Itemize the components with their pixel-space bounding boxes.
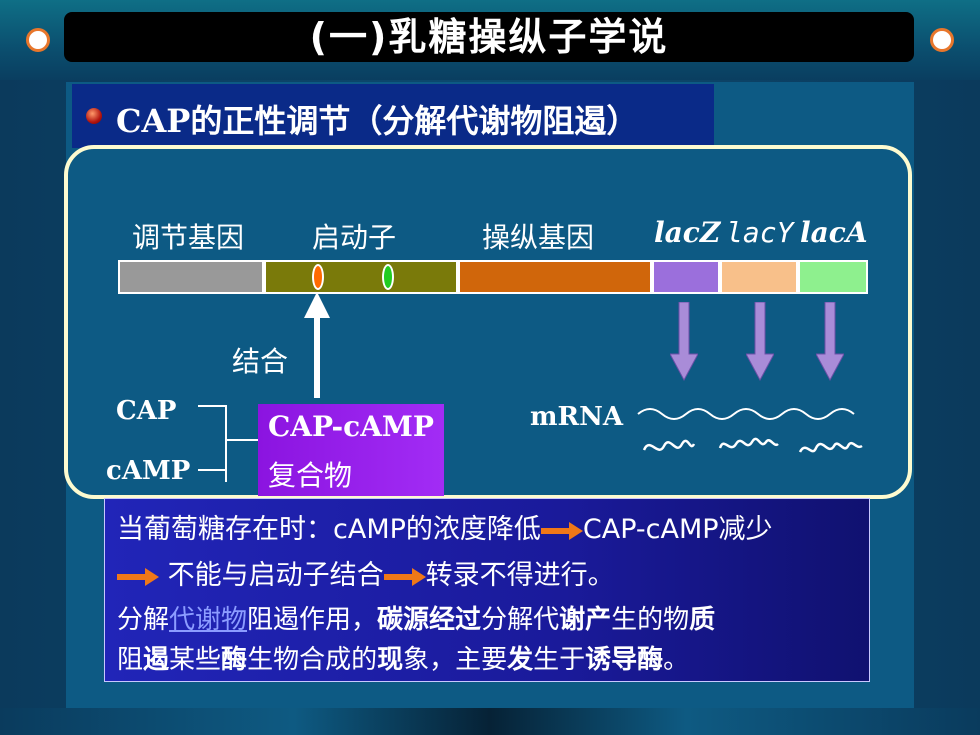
operator-gene-label: 操纵基因	[482, 221, 595, 254]
cap-label: CAP	[116, 396, 177, 426]
line3-seg: 碳源经过	[377, 605, 482, 635]
bullet-icon	[86, 108, 102, 124]
rna-polymerase-site-oval	[382, 264, 394, 290]
subtitle-text: CAP的正性调节（分解代谢物阻遏）	[116, 102, 639, 140]
line4-seg: 遏	[143, 645, 170, 675]
line4-seg: 发	[507, 645, 534, 675]
binding-label: 结合	[232, 345, 289, 378]
line4-seg: 酶	[221, 645, 248, 675]
mrna-wave-icon	[637, 408, 863, 453]
lacY-segment	[720, 260, 798, 294]
complex-label: CAP-cAMP	[268, 410, 434, 443]
text-line-4: 阻遏某些酶生物合成的现象，主要发生于诱导酶。	[117, 639, 689, 676]
down-arrow-icon	[816, 302, 844, 382]
right-arrow-icon	[540, 521, 583, 540]
bottom-bar	[0, 708, 980, 735]
promoter-label: 启动子	[312, 221, 397, 254]
right-arrow-icon	[117, 567, 159, 586]
binding-up-arrow-icon	[304, 292, 330, 398]
text-line-2: 不能与启动子结合 转录不得进行。	[117, 553, 615, 592]
text-line-1: 当葡萄糖存在时：cAMP的浓度降低 CAP-cAMP减少	[117, 507, 773, 546]
line2-text-a: 不能与启动子结合	[167, 560, 384, 591]
lacA-label: lacA	[800, 216, 868, 249]
line3-seg: 谢产	[559, 605, 612, 635]
subtitle-box: CAP的正性调节（分解代谢物阻遏）	[72, 84, 714, 148]
mrna-label: mRNA	[530, 402, 624, 432]
line3-seg: 分解	[117, 605, 170, 635]
line1-text-b: CAP-cAMP减少	[582, 514, 773, 545]
slide-title: (一)乳糖操纵子学说	[309, 15, 669, 59]
operon-diagram-frame	[64, 145, 912, 499]
regulator-gene-label: 调节基因	[132, 221, 245, 254]
line4-seg: 阻	[117, 645, 144, 675]
complex-sublabel: 复合物	[268, 459, 353, 492]
right-ring-icon	[930, 28, 954, 52]
line4-seg: 生于	[533, 645, 586, 675]
explanation-box: 当葡萄糖存在时：cAMP的浓度降低 CAP-cAMP减少 不能与启动子结合 转录不得…	[104, 498, 870, 682]
down-arrow-icon	[670, 302, 698, 382]
line4-seg: 生物合成的	[247, 645, 378, 675]
regulator-gene-segment	[118, 260, 264, 294]
lacA-segment	[798, 260, 868, 294]
line4-seg: 诱导酶	[585, 645, 664, 675]
line3-seg: 分解代	[481, 605, 560, 635]
line3-seg: 生的物	[611, 605, 690, 635]
lacZ-segment	[652, 260, 720, 294]
line4-seg: 某些	[169, 645, 222, 675]
cap-camp-complex-box: CAP-cAMP 复合物	[258, 404, 444, 496]
lacY-label: lacY	[726, 216, 794, 249]
line3-seg: 阻遏作用，	[247, 605, 378, 635]
down-arrow-icon	[746, 302, 774, 382]
combine-bracket-icon	[198, 405, 258, 482]
line3-seg: 质	[689, 605, 716, 635]
title-bar: (一)乳糖操纵子学说	[64, 12, 914, 62]
text-line-3: 分解代谢物阻遏作用，碳源经过分解代谢产生的物质	[117, 599, 715, 636]
camp-label: cAMP	[106, 456, 191, 486]
promoter-segment	[264, 260, 458, 294]
lacZ-label: lacZ	[654, 216, 721, 249]
line4-seg: 。	[663, 645, 690, 675]
line1-text-a: 当葡萄糖存在时：cAMP的浓度降低	[117, 514, 541, 545]
cap-site-oval	[312, 264, 324, 290]
metabolite-link[interactable]: 代谢物	[169, 605, 248, 635]
line4-seg: 象，主要	[403, 645, 508, 675]
line2-text-b: 转录不得进行。	[425, 560, 615, 591]
operator-segment	[458, 260, 652, 294]
line4-seg: 现	[377, 645, 404, 675]
right-arrow-icon	[383, 567, 426, 586]
left-ring-icon	[26, 28, 50, 52]
